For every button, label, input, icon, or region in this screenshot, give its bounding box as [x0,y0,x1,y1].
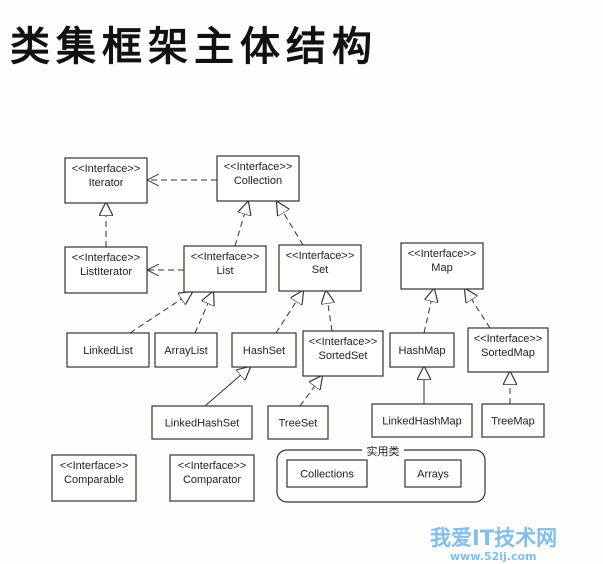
node-label: Collections [300,469,354,481]
node-label: HashSet [243,345,285,357]
node-comparator: <<Interface>> Comparator [169,454,255,502]
edge-hashset-set [275,291,303,334]
node-box [302,330,384,377]
node-map: <<Interface>> Map [400,242,484,290]
node-box [404,459,462,488]
stereotype-label: <<Interface>> [191,251,260,263]
node-set: <<Interface>> Set [278,244,362,292]
edge-list-collection [234,202,248,247]
node-label: SortedMap [481,347,535,359]
node-hashmap: HashMap [389,332,455,368]
node-box [64,246,148,294]
node-box [231,332,297,368]
node-label: Set [312,264,329,276]
stereotype-label: <<Interface>> [72,252,141,264]
node-label: LinkedList [83,345,133,357]
node-box [66,332,150,368]
node-box [216,155,300,202]
watermark-text: 我爱IT技术网 [430,526,557,550]
node-sortedset: <<Interface>> SortedSet [302,330,384,377]
node-label: TreeMap [491,416,535,428]
node-box [151,405,253,440]
node-listiterator: <<Interface>> ListIterator [64,246,148,294]
node-label: HashMap [398,345,445,357]
edge-hashmap-map [423,289,434,334]
node-arrays: Arrays [404,459,462,488]
node-label: Iterator [89,177,124,189]
node-label: Arrays [417,469,449,481]
node-label: ArrayList [164,345,207,357]
node-treeset: TreeSet [267,405,329,440]
node-box [371,403,473,438]
edge-arraylist-list [194,292,213,334]
node-box [400,242,484,290]
stereotype-label: <<Interface>> [309,336,378,348]
stereotype-label: <<Interface>> [286,250,355,262]
node-label: Map [431,262,452,274]
node-list: <<Interface>> List [183,245,267,293]
node-box [64,157,148,204]
edge-treeset-sortedset [299,376,322,407]
node-box [51,454,137,502]
watermark-url: www.52ij.com [450,550,537,563]
node-box [278,244,362,292]
edge-linkedhashset-hashset [204,367,250,407]
node-collections: Collections [286,459,368,488]
node-box [389,332,455,368]
edge-sortedmap-map [465,289,491,329]
node-box [169,454,255,502]
stereotype-label: <<Interface>> [224,161,293,173]
node-linkedlist: LinkedList [66,332,150,368]
node-linkedhashset: LinkedHashSet [151,405,253,440]
node-label: SortedSet [319,350,368,362]
node-linkedhashmap: LinkedHashMap [371,403,473,438]
node-label: Comparable [64,474,124,486]
node-comparable: <<Interface>> Comparable [51,454,137,502]
node-box [267,405,329,440]
utility-group-label: 实用类 [367,444,400,458]
node-box [467,327,549,373]
stereotype-label: <<Interface>> [72,163,141,175]
node-box [286,459,368,488]
node-arraylist: ArrayList [154,332,218,368]
node-label: List [216,265,233,277]
edge-linkedlist-list [129,292,192,334]
stereotype-label: <<Interface>> [474,333,543,345]
edge-sortedset-set [326,291,332,332]
node-collection: <<Interface>> Collection [216,155,300,202]
edge-set-collection [277,202,304,246]
node-label: LinkedHashSet [165,418,240,430]
node-box [481,403,545,438]
stereotype-label: <<Interface>> [408,248,477,260]
node-label: TreeSet [279,418,318,430]
stereotype-label: <<Interface>> [178,460,247,472]
node-hashset: HashSet [231,332,297,368]
node-label: LinkedHashMap [382,416,462,428]
node-box [183,245,267,293]
node-sortedmap: <<Interface>> SortedMap [467,327,549,373]
node-treemap: TreeMap [481,403,545,438]
node-label: ListIterator [80,266,132,278]
node-box [154,332,218,368]
node-label: Collection [234,175,282,187]
node-iterator: <<Interface>> Iterator [64,157,148,204]
node-label: Comparator [183,474,241,486]
stereotype-label: <<Interface>> [60,460,129,472]
page-title: 类集框架主体结构 [10,23,378,70]
